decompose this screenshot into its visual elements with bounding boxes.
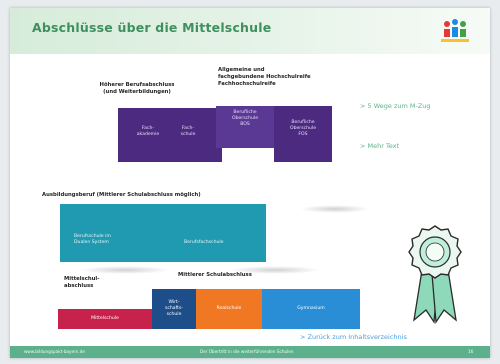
higher-professional-degree-heading: Höherer Berufsabschluss (und Weiterbildu… (99, 82, 175, 95)
link-more-text[interactable]: > Mehr Text (360, 142, 400, 150)
fachakademie-label: Fach- akademie (136, 126, 160, 137)
dual-system-label: Berufsschule im Dualen System (74, 234, 111, 245)
bos-block: Berufliche Oberschule BOS (216, 106, 274, 148)
footer-caption: Der Übertritt in die weiterführenden Sch… (200, 349, 294, 354)
segment-gymnasium: Gymnasium (262, 289, 360, 329)
fachschule-label: Fach- schule (180, 126, 196, 137)
apprenticeship-heading: Ausbildungsberuf (Mittlerer Schulabschlu… (42, 192, 201, 198)
footer-website-link[interactable]: www.bildungspakt-bayern.de (24, 349, 85, 354)
footer-bar: www.bildungspakt-bayern.de Der Übertritt… (10, 346, 490, 358)
university-entrance-heading: Allgemeine und fachgebundene Hochschulre… (218, 67, 311, 87)
award-rosette-icon (408, 225, 462, 324)
segment-mittelschule: Mittelschule (58, 309, 152, 329)
decorative-shadow (230, 266, 320, 274)
decorative-shadow (80, 266, 170, 274)
higher-education-block (118, 108, 222, 162)
link-five-ways[interactable]: > 5 Wege zum M-Zug (360, 102, 431, 110)
middle-school-diploma-heading: Mittlerer Schulabschluss (178, 272, 252, 278)
school-logo-icon (441, 19, 469, 42)
footer-page-number: 16 (468, 349, 474, 354)
presentation-slide: Abschlüsse über die Mittelschule Höherer… (10, 8, 490, 358)
berufsfachschule-label: Berufsfachschule (184, 240, 224, 245)
decorative-shadow (300, 205, 370, 213)
link-back-to-contents[interactable]: > Zurück zum Inhaltsverzeichnis (300, 333, 407, 341)
slide-title: Abschlüsse über die Mittelschule (32, 20, 272, 35)
segment-wirtschaftsschule: Wirt- schafts- schule (152, 289, 196, 329)
fos-block: Berufliche Oberschule FOS (274, 106, 332, 162)
apprenticeship-block (60, 204, 266, 262)
mittelschul-abschluss-heading: Mittelschul- abschluss (64, 276, 100, 289)
segment-realschule: Realschule (196, 289, 262, 329)
title-bar: Abschlüsse über die Mittelschule (10, 8, 490, 54)
